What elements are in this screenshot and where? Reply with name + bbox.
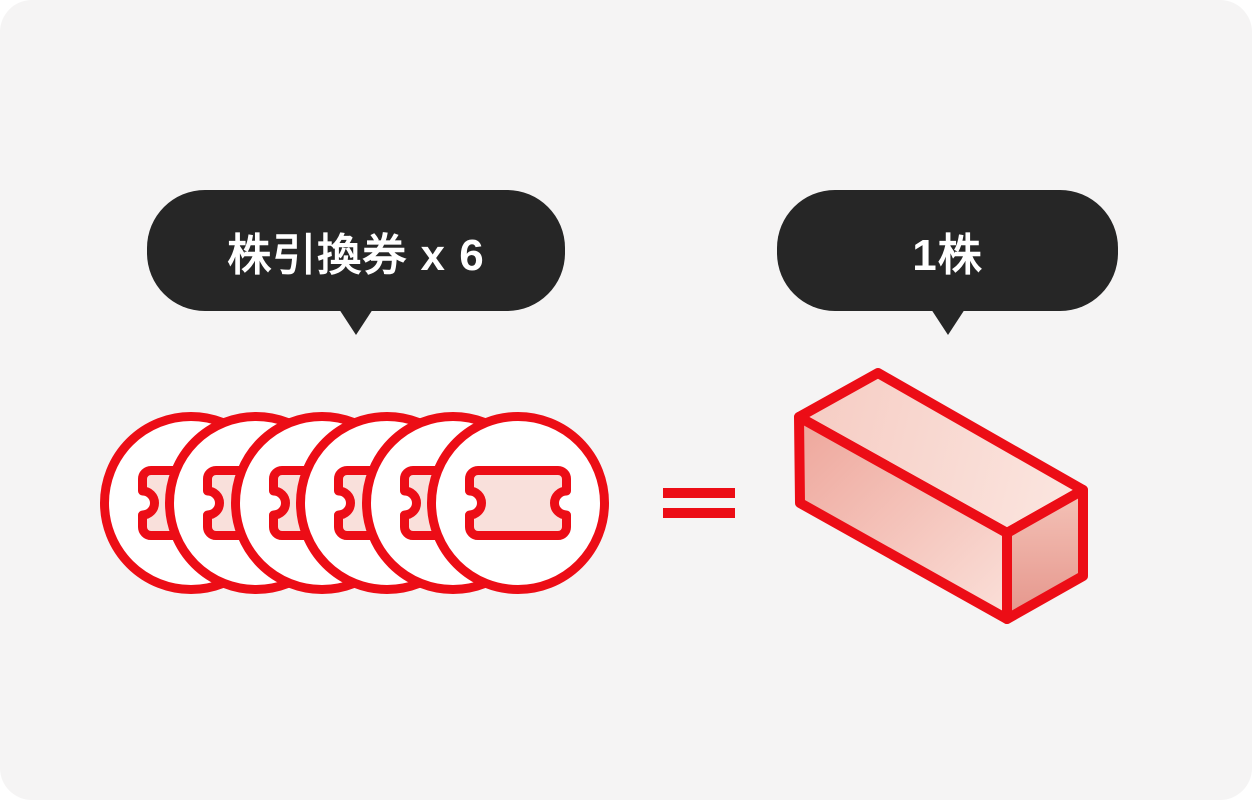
left-speech-bubble: 株引換券 x 6	[147, 190, 565, 311]
right-speech-bubble: 1株	[777, 190, 1118, 311]
left-bubble-label: 株引換券 x 6	[227, 230, 485, 280]
equals-icon	[663, 488, 735, 518]
ticket-coin	[427, 412, 609, 594]
bar-front-face	[794, 412, 1012, 624]
share-bar-icon	[794, 368, 1088, 624]
equals-bottom-bar	[663, 508, 735, 518]
equals-top-bar	[663, 488, 735, 498]
right-bubble-label: 1株	[912, 230, 983, 280]
ticket-coin-stack	[100, 412, 609, 594]
ticket-icon	[465, 466, 571, 540]
